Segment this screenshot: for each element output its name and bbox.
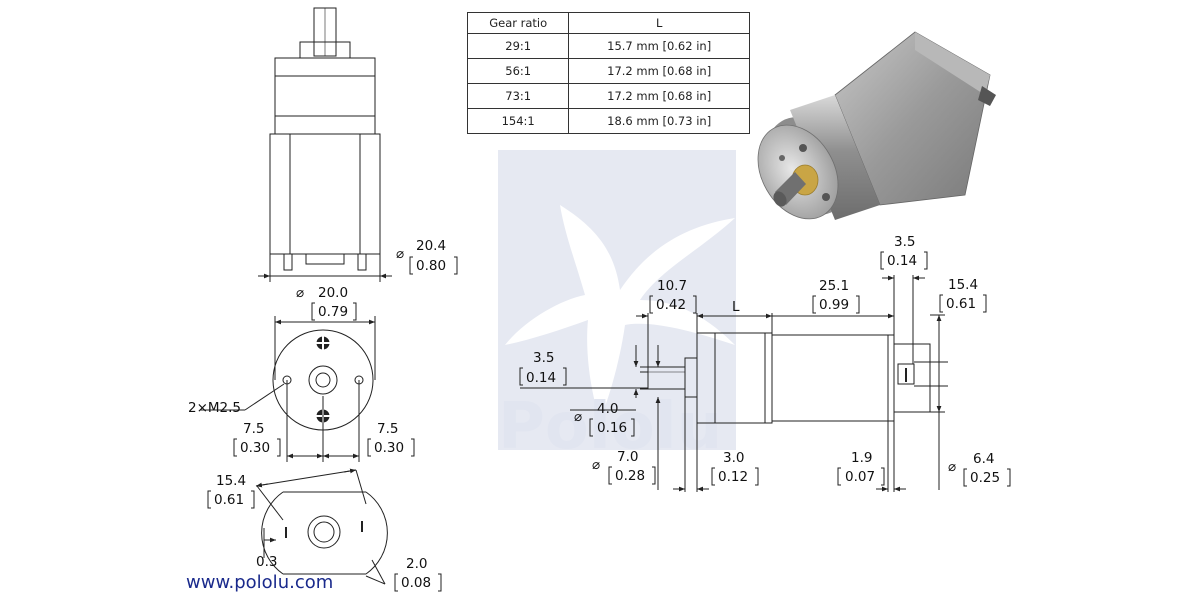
end-diameter-in: 0.79 bbox=[318, 304, 348, 320]
cap-length-mm: 1.9 bbox=[851, 450, 872, 466]
boss-diameter-symbol: ⌀ bbox=[592, 457, 600, 473]
table-header-row: Gear ratio L bbox=[466, 12, 750, 34]
length-cell: 17.2 mm [0.68 in] bbox=[568, 58, 750, 84]
cap-length-in: 0.07 bbox=[845, 469, 875, 485]
shaft-flat-brackets bbox=[519, 367, 567, 386]
back-diameter-brackets bbox=[939, 294, 987, 313]
column-header-gear-ratio: Gear ratio bbox=[466, 12, 570, 34]
table-row: 154:1 18.6 mm [0.73 in] bbox=[466, 108, 750, 134]
motor-length-in: 0.99 bbox=[819, 297, 849, 313]
boss-length-brackets bbox=[711, 467, 759, 486]
table-row: 73:1 17.2 mm [0.68 in] bbox=[466, 83, 750, 109]
hole-offset-left-in: 0.30 bbox=[240, 440, 270, 456]
shaft-diameter-brackets bbox=[589, 418, 635, 437]
end-diameter-symbol: ⌀ bbox=[296, 285, 304, 301]
edge-distance-in: 0.08 bbox=[401, 575, 431, 591]
hole-offset-right-in: 0.30 bbox=[374, 440, 404, 456]
gear-ratio-cell: 56:1 bbox=[466, 58, 570, 84]
boss-length-mm: 3.0 bbox=[723, 450, 744, 466]
length-cell: 17.2 mm [0.68 in] bbox=[568, 83, 750, 109]
gear-ratio-cell: 73:1 bbox=[466, 83, 570, 109]
edge-distance-mm: 2.0 bbox=[406, 556, 427, 572]
shaft-length-mm: 10.7 bbox=[657, 278, 687, 294]
hole-offset-left-mm: 7.5 bbox=[243, 421, 264, 437]
front-view bbox=[258, 7, 392, 282]
bearing-diameter-in: 0.25 bbox=[970, 470, 1000, 486]
front-diameter-in: 0.80 bbox=[416, 258, 446, 274]
boss-length-in: 0.12 bbox=[718, 469, 748, 485]
side-view bbox=[520, 275, 948, 492]
back-diameter-mm: 15.4 bbox=[948, 277, 978, 293]
shaft-diameter-in: 0.16 bbox=[597, 420, 627, 436]
gearbox-length-label: L bbox=[732, 299, 740, 315]
table-row: 29:1 15.7 mm [0.62 in] bbox=[466, 33, 750, 59]
mounting-hole-label: 2×M2.5 bbox=[188, 400, 241, 416]
bearing-diameter-mm: 6.4 bbox=[973, 451, 994, 467]
length-cell: 18.6 mm [0.73 in] bbox=[568, 108, 750, 134]
back-diameter-in: 0.61 bbox=[946, 296, 976, 312]
cap-length-brackets bbox=[837, 467, 885, 486]
boss-diameter-mm: 7.0 bbox=[617, 449, 638, 465]
length-cell: 15.7 mm [0.62 in] bbox=[568, 33, 750, 59]
hole-offset-right-brackets bbox=[367, 438, 415, 457]
shaft-flat-in: 0.14 bbox=[526, 370, 556, 386]
shaft-flat-mm: 3.5 bbox=[533, 350, 554, 366]
shaft-diameter-symbol: ⌀ bbox=[574, 409, 582, 425]
end-diameter-brackets bbox=[311, 302, 357, 321]
shaft-length-brackets bbox=[649, 295, 697, 314]
hole-offset-left-brackets bbox=[233, 438, 281, 457]
front-diameter-mm: 20.4 bbox=[416, 238, 446, 254]
tab-thickness-mm: 0.3 bbox=[256, 554, 277, 570]
gear-ratio-cell: 154:1 bbox=[466, 108, 570, 134]
terminal-width-mm: 3.5 bbox=[894, 234, 915, 250]
gear-ratio-cell: 29:1 bbox=[466, 33, 570, 59]
hole-offset-right-mm: 7.5 bbox=[377, 421, 398, 437]
back-width-in: 0.61 bbox=[214, 492, 244, 508]
end-diameter-mm: 20.0 bbox=[318, 285, 348, 301]
motor-3d-render bbox=[757, 31, 996, 220]
column-header-length: L bbox=[568, 12, 750, 34]
terminal-width-in: 0.14 bbox=[887, 253, 917, 269]
motor-length-brackets bbox=[812, 295, 860, 314]
website-link[interactable]: www.pololu.com bbox=[186, 572, 333, 593]
back-width-mm: 15.4 bbox=[216, 473, 246, 489]
shaft-length-in: 0.42 bbox=[656, 297, 686, 313]
shaft-diameter-mm: 4.0 bbox=[597, 401, 618, 417]
end-view bbox=[200, 316, 376, 462]
boss-diameter-brackets bbox=[608, 466, 656, 485]
boss-diameter-in: 0.28 bbox=[615, 468, 645, 484]
bearing-diameter-brackets bbox=[963, 468, 1011, 487]
bearing-diameter-symbol: ⌀ bbox=[948, 459, 956, 475]
back-view bbox=[255, 468, 388, 585]
gear-ratio-table: Gear ratio L 29:1 15.7 mm [0.62 in] 56:1… bbox=[466, 12, 750, 134]
motor-length-mm: 25.1 bbox=[819, 278, 849, 294]
edge-distance-brackets bbox=[394, 573, 442, 592]
back-width-brackets bbox=[207, 490, 255, 509]
terminal-width-brackets bbox=[880, 251, 928, 270]
front-diameter-brackets bbox=[409, 256, 458, 275]
table-row: 56:1 17.2 mm [0.68 in] bbox=[466, 58, 750, 84]
front-diameter-symbol: ⌀ bbox=[396, 246, 404, 262]
